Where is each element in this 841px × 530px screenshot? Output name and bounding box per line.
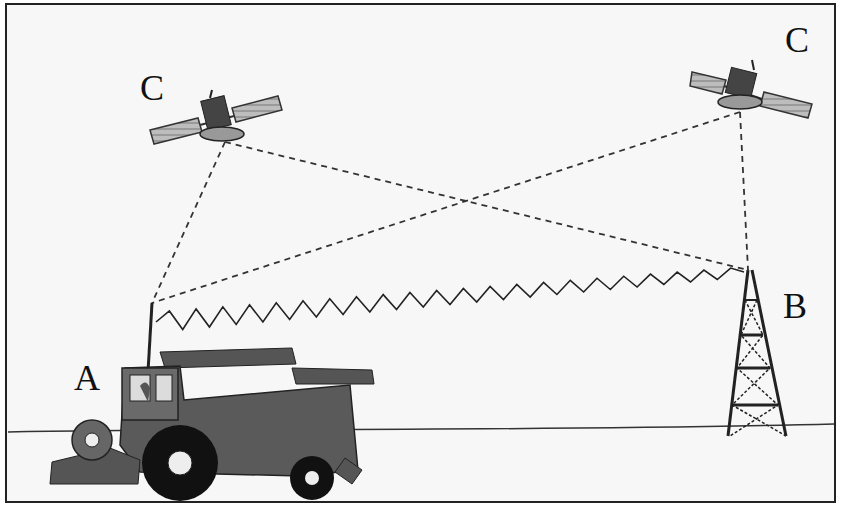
callout-letter: A bbox=[74, 360, 100, 396]
signal-line bbox=[225, 142, 748, 270]
frame bbox=[6, 4, 835, 502]
signal-line bbox=[740, 112, 748, 270]
satellite-signals bbox=[152, 112, 748, 303]
radio-wave bbox=[156, 268, 744, 329]
satellite bbox=[150, 90, 282, 144]
antenna bbox=[148, 303, 152, 372]
combine-harvester bbox=[50, 303, 374, 501]
radio-link bbox=[156, 268, 744, 329]
callout-letter: C bbox=[140, 70, 164, 106]
signal-line bbox=[152, 142, 225, 303]
satellite bbox=[690, 60, 812, 118]
radio-tower bbox=[728, 270, 786, 436]
callout-letter: C bbox=[785, 22, 809, 58]
callout-letter: B bbox=[783, 288, 807, 324]
